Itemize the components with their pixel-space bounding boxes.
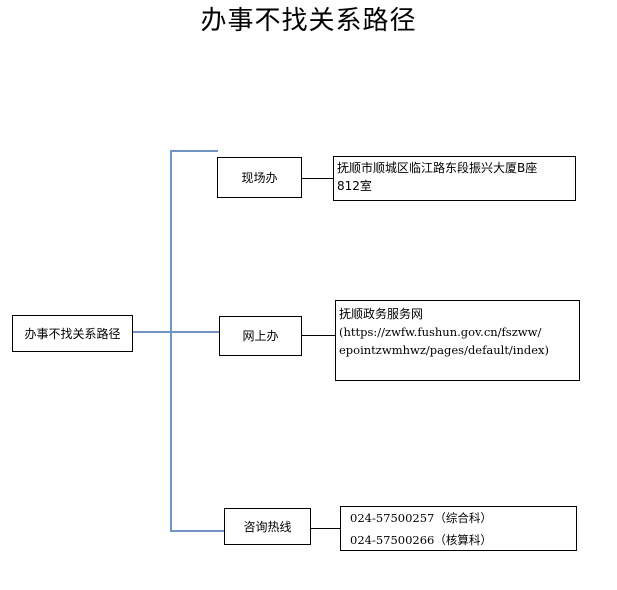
onsite-address-line-2: 812室 — [337, 179, 372, 193]
diagram-title: 办事不找关系路径 — [200, 6, 417, 36]
root-node-label: 办事不找关系路径 — [24, 326, 121, 341]
branch-connector-online — [170, 331, 220, 333]
branch-node-hotline: 咨询热线 — [224, 508, 311, 545]
branch-node-onsite-label: 现场办 — [241, 170, 278, 185]
online-url-line-2: epointzwmhwz/pages/default/index) — [339, 343, 550, 357]
root-connector — [133, 331, 172, 333]
onsite-address-line-1: 抚顺市顺城区临江路东段振兴大厦B座 — [337, 161, 538, 175]
branch-node-hotline-label: 咨询热线 — [243, 519, 292, 534]
branch-connector-hotline — [170, 530, 225, 532]
hotline-number-2: 024-57500266（核算科） — [350, 533, 492, 547]
online-url-line-1: (https://zwfw.fushun.gov.cn/fszww/ — [339, 325, 542, 339]
detail-connector-online — [302, 335, 336, 336]
detail-connector-hotline — [311, 528, 341, 529]
root-node: 办事不找关系路径 — [12, 315, 133, 352]
detail-connector-onsite — [302, 178, 334, 179]
detail-box-onsite: 抚顺市顺城区临江路东段振兴大厦B座 812室 — [333, 156, 576, 201]
branch-node-online-label: 网上办 — [242, 329, 279, 343]
trunk-connector — [170, 150, 172, 532]
branch-connector-onsite — [170, 150, 218, 152]
detail-box-online: 抚顺政务服务网 (https://zwfw.fushun.gov.cn/fszw… — [335, 300, 580, 381]
online-site-name: 抚顺政务服务网 — [339, 307, 424, 321]
branch-node-onsite: 现场办 — [217, 157, 302, 198]
hotline-number-1: 024-57500257（综合科） — [350, 511, 492, 525]
branch-node-online: 网上办 — [219, 316, 302, 356]
detail-box-hotline: 024-57500257（综合科） 024-57500266（核算科） — [340, 506, 577, 551]
